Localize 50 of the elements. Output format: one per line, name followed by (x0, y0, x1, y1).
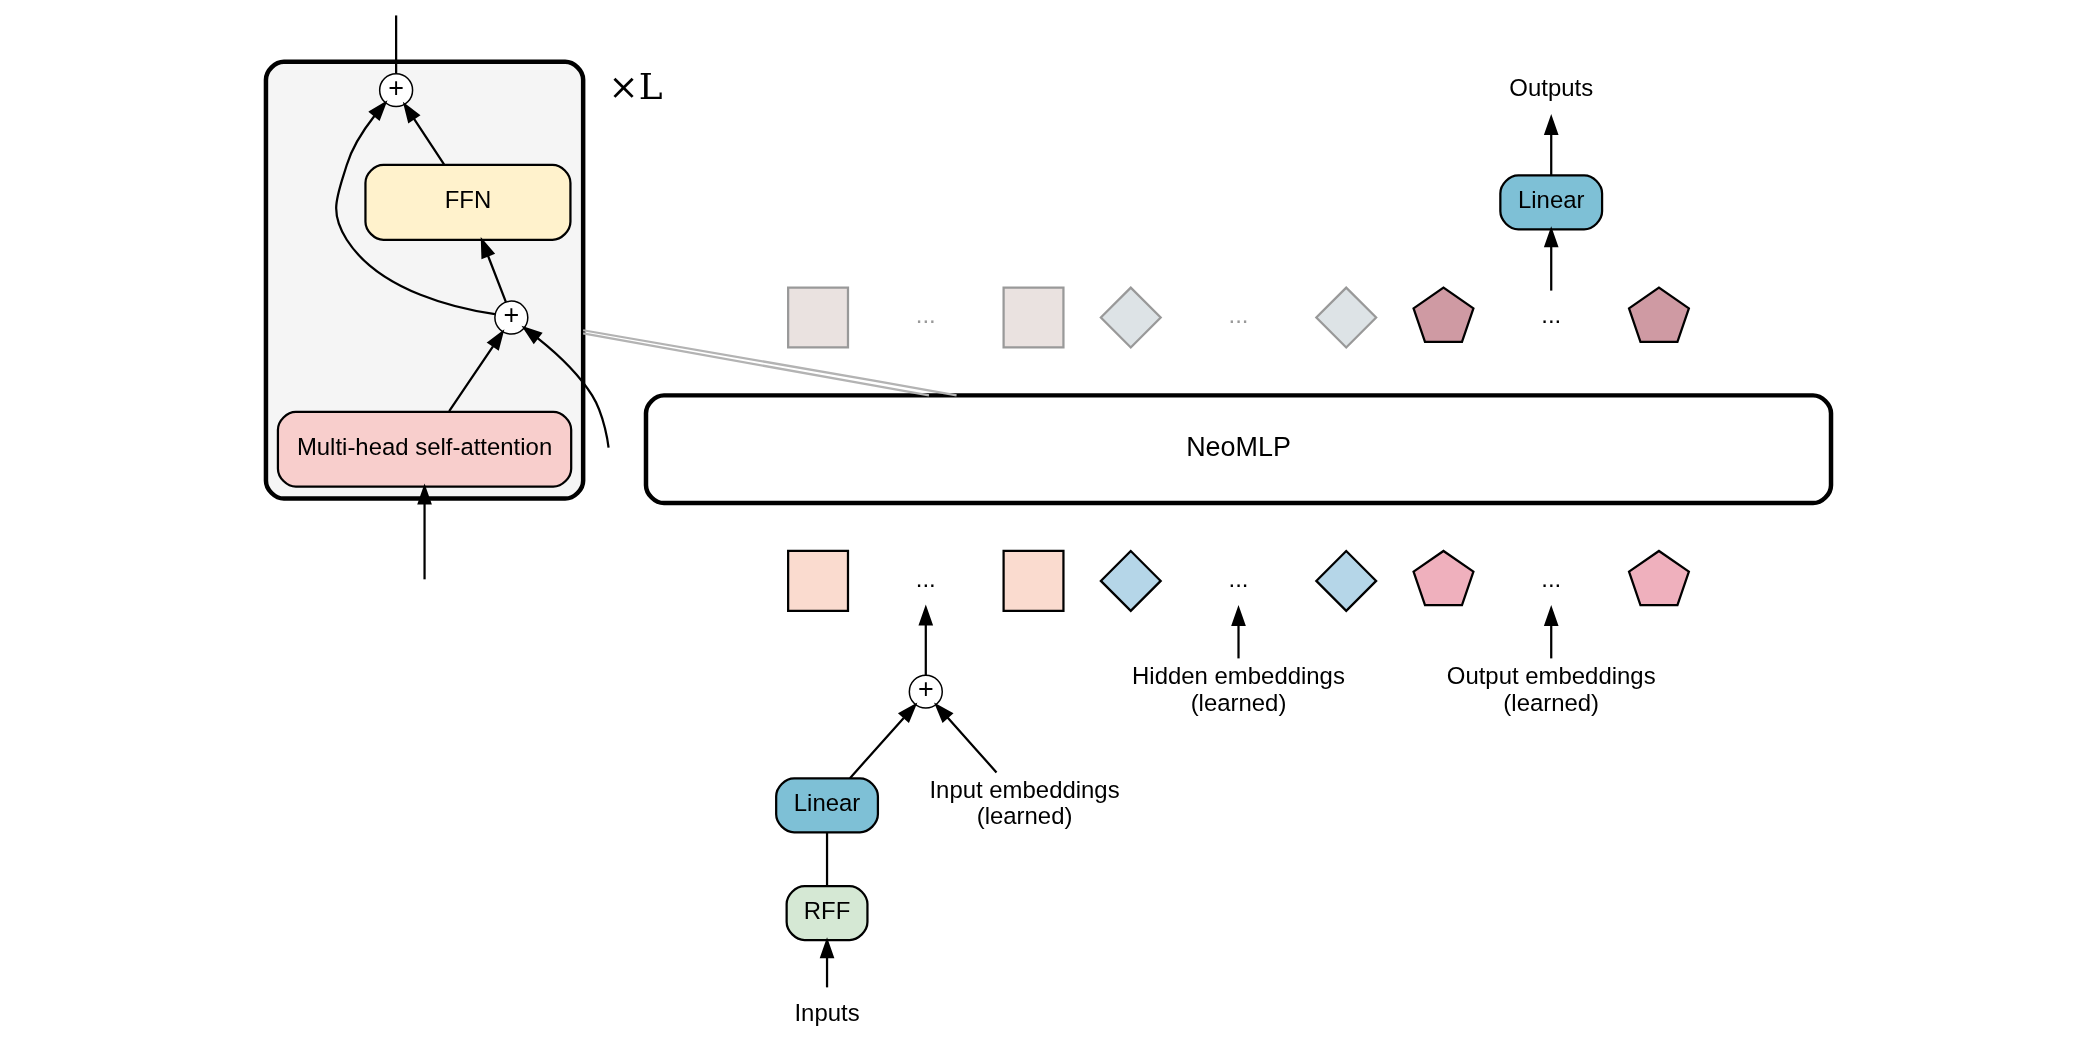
node-text: Inputs (793, 998, 860, 1026)
node-pentagon (1627, 549, 1690, 607)
node-box: RFF (785, 885, 869, 942)
node-diamond (1314, 549, 1378, 613)
node-box (1002, 286, 1065, 349)
node-box: Multi-head self-attention (276, 410, 572, 488)
node-box (786, 549, 849, 612)
node-diamond (1098, 286, 1162, 350)
node-text: ... (1540, 301, 1561, 329)
arrow (1543, 113, 1559, 175)
arrow (416, 483, 432, 580)
arrow (819, 937, 834, 988)
node-diamond (1314, 286, 1378, 350)
arrow (521, 325, 610, 448)
connector (825, 832, 828, 886)
node-diamond (1098, 549, 1162, 613)
node-circle: + (378, 72, 413, 108)
connector (394, 15, 397, 74)
arrow (1543, 226, 1559, 291)
arrow (917, 604, 933, 676)
node-pentagon (1627, 286, 1690, 343)
node-circle: + (908, 674, 943, 709)
arrow (1543, 605, 1559, 659)
arrow (334, 100, 495, 316)
node-circle: + (493, 300, 529, 335)
arrow (447, 329, 504, 412)
label: ×L (608, 66, 662, 108)
arrow (1230, 605, 1246, 659)
arrow (933, 702, 997, 774)
node-box (1002, 549, 1065, 612)
node-box: Linear (1498, 174, 1603, 231)
node-text: Output embeddings (learned) (1446, 661, 1656, 716)
node-pentagon (1411, 286, 1475, 343)
node-text: ... (915, 564, 936, 592)
arrow (848, 702, 917, 779)
node-box: NeoMLP (643, 393, 1833, 506)
node-box: Linear (774, 777, 879, 834)
node-text: ... (1228, 301, 1248, 329)
arrow (402, 101, 445, 166)
node-box (786, 286, 849, 349)
node-text: ... (1228, 564, 1248, 592)
node-text: ... (1540, 564, 1561, 592)
node-text: ... (915, 301, 936, 329)
cluster (263, 59, 585, 501)
node-text: Input embeddings (learned) (928, 775, 1120, 830)
node-box: FFN (363, 163, 572, 241)
node-pentagon (1411, 549, 1475, 607)
node-text: Outputs (1508, 73, 1593, 101)
arrow (480, 236, 507, 303)
node-text: Hidden embeddings (learned) (1131, 661, 1345, 716)
